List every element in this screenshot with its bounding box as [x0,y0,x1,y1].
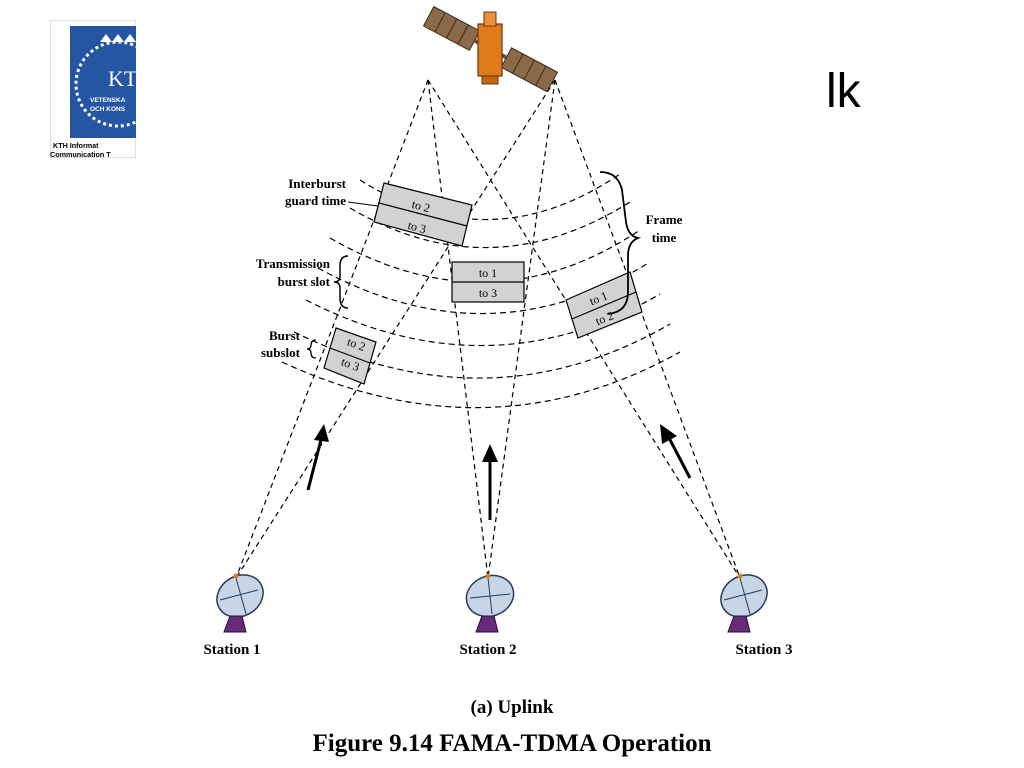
dish-antenna-icon [216,573,264,633]
beam-line [487,79,556,579]
uplink-arrow-icon [482,444,498,520]
slide-title-fragment: lk [826,65,861,118]
leader-line [347,201,379,207]
kth-logo-text: KTH [108,66,136,91]
beam-line [427,79,489,579]
satellite-icon [422,5,559,93]
slot-label: to 1 [587,288,609,308]
figure-subtitle: (a) Uplink [470,697,554,718]
kth-caption-line1: KTH Informat [53,141,99,150]
station-1-label: Station 1 [203,642,260,658]
label-burst-slot: burst slot [278,274,331,289]
slot-label: to 3 [479,286,497,300]
slot-label: to 2 [410,197,431,215]
slot-label: to 3 [339,355,361,374]
frame-arc [349,201,631,249]
uplink-arrow-icon [306,424,329,491]
label-interburst: Interburst [288,176,346,191]
kth-logo-line1: VETENSKA [90,97,126,104]
transmission-brace [333,255,349,309]
kth-caption-line2: Communication T [50,150,111,158]
station-3-label: Station 3 [735,642,792,658]
slot-label: to 3 [406,218,427,236]
slot-right: to 1 to 2 [565,271,643,339]
crown-icon [100,34,136,42]
label-time: time [652,230,677,245]
beam-line [235,79,429,579]
label-subslot: subslot [261,345,301,360]
slot-center: to 1 to 3 [451,261,525,303]
uplink-arrow-icon [660,424,692,479]
kth-logo: KTH VETENSKA OCH KONS KTH Informat Commu… [50,20,136,158]
frame-brace [599,171,642,315]
frame-arc [281,351,681,409]
dish-antenna-icon [465,573,515,633]
slot-left-upper: to 2 to 3 [373,182,473,247]
label-transmission: Transmission [256,256,331,271]
label-guard-time: guard time [285,193,346,208]
label-burst: Burst [269,328,301,343]
slot-label: to 2 [345,335,367,354]
beam-line [427,79,741,579]
slot-left-lower: to 2 to 3 [323,327,377,385]
label-frame: Frame [646,212,683,227]
subslot-brace [306,339,317,359]
slot-label: to 1 [479,266,497,280]
beam-lines [235,79,741,579]
kth-logo-line2: OCH KONS [90,106,126,113]
dish-antenna-icon [720,573,768,633]
frame-arc [305,293,661,347]
figure-caption: Figure 9.14 FAMA-TDMA Operation [312,730,712,757]
station-2-label: Station 2 [459,642,516,658]
beam-line [554,79,741,579]
